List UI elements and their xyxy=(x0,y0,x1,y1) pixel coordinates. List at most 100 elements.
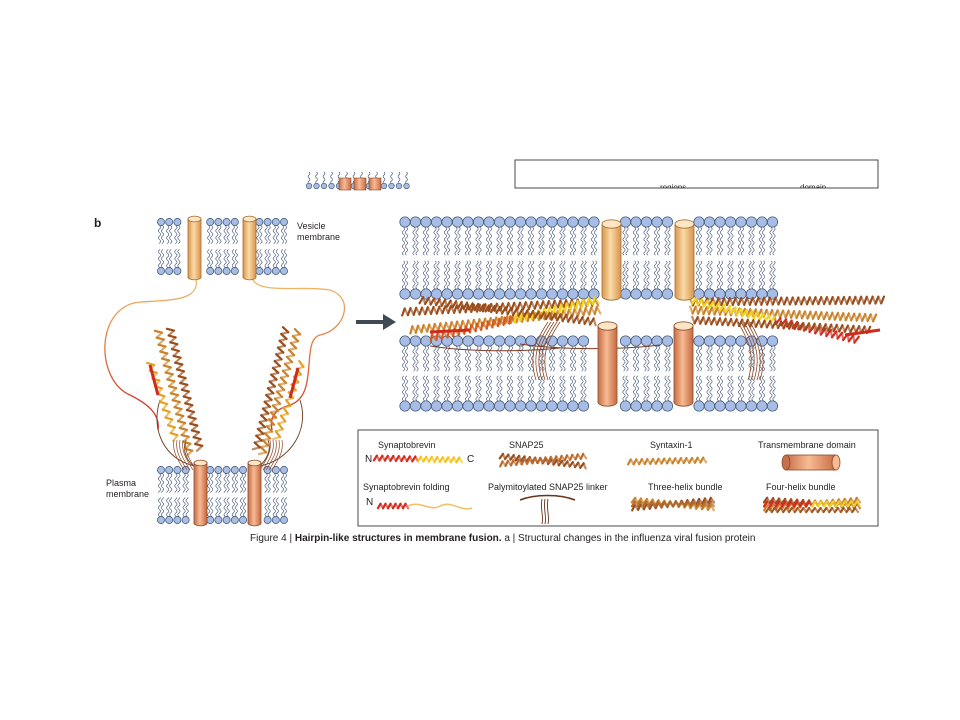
lipid-head xyxy=(280,267,288,275)
lipid-head xyxy=(703,335,716,347)
lipid-head xyxy=(222,516,231,524)
lipid-head xyxy=(651,400,663,412)
lipid-head xyxy=(409,335,422,347)
legend-syntaxin-glyph xyxy=(627,456,708,466)
lipid-head xyxy=(514,400,527,412)
lipid-head xyxy=(661,400,674,412)
lipid-head xyxy=(724,335,737,347)
lipid-head xyxy=(483,335,495,347)
lipid-head xyxy=(472,335,485,347)
legend-transmembrane: Transmembrane domain xyxy=(758,440,856,450)
lipid-head xyxy=(661,335,674,347)
lipid-head xyxy=(239,516,247,524)
lipid-head xyxy=(222,267,231,275)
palmitoyl-linker xyxy=(265,439,277,471)
lipid-head xyxy=(263,466,272,474)
lipid-head xyxy=(514,288,527,300)
lipid-head xyxy=(556,216,569,228)
lipid-head xyxy=(239,466,247,474)
lipid-head xyxy=(514,216,527,228)
lipid-head xyxy=(640,400,653,412)
lipid-head xyxy=(630,400,642,412)
lipid-head xyxy=(556,400,569,412)
palmitoyl-linker xyxy=(173,439,185,471)
lipid-head xyxy=(661,216,674,228)
lipid-head xyxy=(409,216,422,228)
lipid-head xyxy=(399,288,411,300)
lipid-head xyxy=(535,216,548,228)
synaptobrevin-n-terminal-left xyxy=(148,364,160,396)
lipid-head xyxy=(525,400,537,412)
snap25-bundle-right-1 xyxy=(688,295,886,307)
tm-domain-vesicle-right-2 xyxy=(674,219,695,301)
lipid-head xyxy=(703,216,716,228)
lipid-head xyxy=(493,216,506,228)
lipid-head xyxy=(546,400,558,412)
lipid-head xyxy=(451,400,464,412)
lipid-head xyxy=(280,218,288,226)
syntaxin-linker-right-b xyxy=(429,345,561,352)
snap25-bundle-left-2 xyxy=(418,296,597,327)
lipid-head xyxy=(157,267,165,275)
lipid-head xyxy=(263,267,272,275)
palmitoyl-linker xyxy=(259,439,271,471)
folding-n-terminus: N xyxy=(366,497,374,508)
lipid-head xyxy=(640,216,653,228)
lipid-head xyxy=(651,288,663,300)
snap25-bundle-left-1 xyxy=(401,297,600,317)
panel-label-b: b xyxy=(94,216,102,230)
lipid-head xyxy=(230,466,239,474)
lipid-head xyxy=(399,400,411,412)
lipid-head xyxy=(173,218,182,226)
tm-domain-plasma-left-2 xyxy=(247,459,262,527)
palmitoyl-linker-right xyxy=(749,321,764,381)
lipid-head xyxy=(619,288,632,300)
palmitoyl-linker-left xyxy=(535,321,552,381)
lipid-head xyxy=(619,216,632,228)
legend-four-helix: Four-helix bundle xyxy=(766,482,836,492)
plasma-membrane-right xyxy=(399,335,779,412)
lipid-head xyxy=(766,288,779,300)
lipid-head xyxy=(640,335,653,347)
lipid-head xyxy=(483,288,495,300)
syntaxin-linker-right xyxy=(519,343,661,350)
palmitoyl-linker xyxy=(268,439,280,471)
lipid-head xyxy=(451,335,464,347)
lipid-head xyxy=(441,400,453,412)
lipid-head xyxy=(766,400,779,412)
lipid-head xyxy=(577,400,590,412)
legend-three-helix: Three-helix bundle xyxy=(648,482,723,492)
palmitoyl-linker-right xyxy=(743,321,758,381)
vesicle-membrane-left xyxy=(157,218,288,275)
lipid-head xyxy=(651,335,663,347)
lipid-head xyxy=(409,400,422,412)
lipid-head xyxy=(556,335,569,347)
lipid-head xyxy=(206,516,215,524)
lipid-head xyxy=(756,335,768,347)
lipid-head xyxy=(409,288,422,300)
lipid-head xyxy=(222,466,231,474)
palmitoyl-linker-right xyxy=(740,321,755,381)
lipid-head xyxy=(567,216,579,228)
lipid-head xyxy=(588,216,600,228)
lipid-head xyxy=(206,267,215,275)
lipid-head xyxy=(472,288,485,300)
palmitoyl-linker-left xyxy=(538,321,555,381)
lipid-head xyxy=(255,267,264,275)
lipid-head xyxy=(714,335,726,347)
synaptobrevin-red-segment-right xyxy=(844,328,881,337)
lipid-head xyxy=(756,216,768,228)
lipid-head xyxy=(206,218,215,226)
lipid-head xyxy=(493,335,506,347)
lipid-head xyxy=(567,400,579,412)
lipid-head xyxy=(535,288,548,300)
lipid-head xyxy=(504,288,516,300)
lipid-head xyxy=(703,400,716,412)
palmitoyl-linker xyxy=(176,439,188,471)
legend-synaptobrevin-folding: Synaptobrevin folding xyxy=(363,482,450,492)
lipid-head xyxy=(214,218,223,226)
lipid-head xyxy=(472,400,485,412)
transition-arrow xyxy=(356,314,396,330)
lipid-head xyxy=(280,466,288,474)
lipid-head xyxy=(420,335,432,347)
